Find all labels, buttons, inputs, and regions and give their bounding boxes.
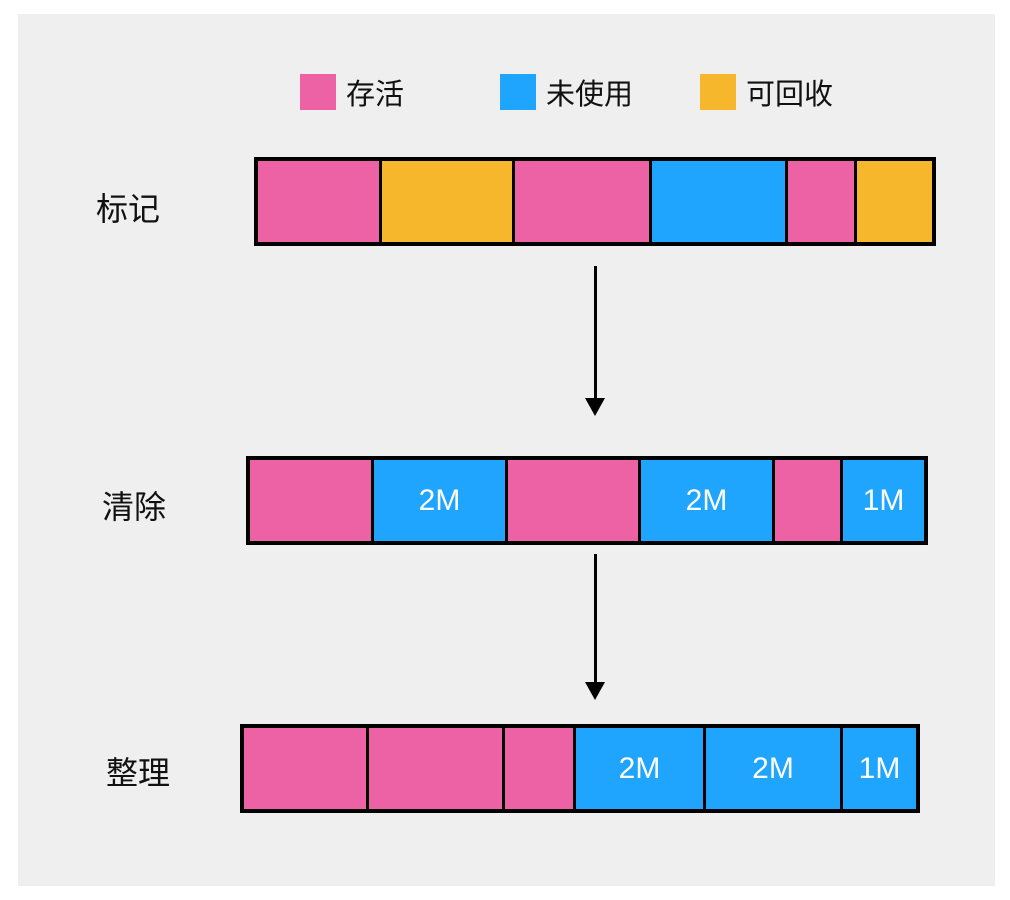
stage-label-sweep: 清除 bbox=[102, 488, 167, 526]
memory-block-compact-1-live bbox=[244, 728, 366, 809]
memory-block-mark-3-live bbox=[515, 161, 649, 242]
legend-label-unused: 未使用 bbox=[546, 77, 634, 111]
legend-label-reclaimable: 可回收 bbox=[746, 77, 834, 111]
arrow-head-1 bbox=[585, 398, 605, 416]
memory-block-sweep-3-live bbox=[508, 460, 638, 541]
memory-block-mark-2-reclaimable bbox=[382, 161, 512, 242]
legend-swatch-unused bbox=[500, 74, 536, 110]
memory-block-compact-3-live bbox=[505, 728, 573, 809]
memory-block-compact-4-unused: 2M bbox=[576, 728, 703, 809]
legend-item-reclaimable: 可回收 bbox=[700, 72, 833, 112]
memory-block-compact-5-unused: 2M bbox=[706, 728, 840, 809]
arrow-shaft-2 bbox=[594, 554, 597, 686]
memory-block-sweep-2-unused: 2M bbox=[374, 460, 505, 541]
memory-block-mark-6-reclaimable bbox=[857, 161, 932, 242]
memory-block-sweep-1-live bbox=[250, 460, 371, 541]
memory-bar-mark bbox=[254, 157, 936, 246]
legend-item-unused: 未使用 bbox=[500, 72, 633, 112]
legend-item-live: 存活 bbox=[300, 72, 404, 112]
memory-block-compact-2-live bbox=[369, 728, 502, 809]
legend-label-live: 存活 bbox=[346, 77, 405, 111]
arrow-shaft-1 bbox=[594, 266, 597, 402]
memory-bar-sweep: 2M 2M 1M bbox=[246, 456, 928, 545]
stage-label-compact: 整理 bbox=[106, 754, 171, 792]
memory-block-mark-1-live bbox=[258, 161, 379, 242]
legend-swatch-live bbox=[300, 74, 336, 110]
arrow-head-2 bbox=[585, 682, 605, 700]
memory-block-sweep-5-live bbox=[775, 460, 840, 541]
memory-block-sweep-6-unused: 1M bbox=[843, 460, 924, 541]
memory-block-sweep-4-unused: 2M bbox=[641, 460, 772, 541]
memory-block-mark-5-live bbox=[788, 161, 854, 242]
memory-block-mark-4-unused bbox=[652, 161, 785, 242]
legend-swatch-reclaimable bbox=[700, 74, 736, 110]
stage-label-mark: 标记 bbox=[96, 190, 161, 228]
memory-block-compact-6-unused: 1M bbox=[843, 728, 916, 809]
